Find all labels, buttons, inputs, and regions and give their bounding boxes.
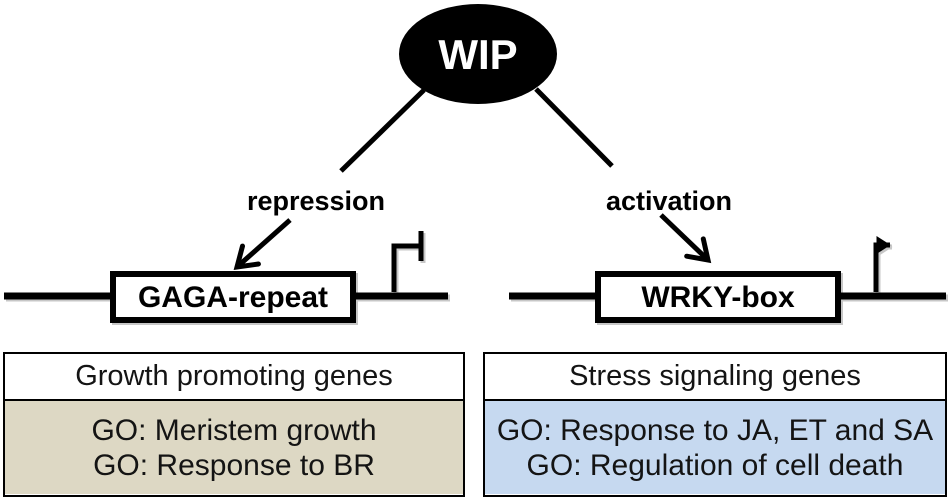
growth-genes-panel-body: GO: Meristem growth GO: Response to BR — [5, 401, 463, 494]
wrky-box — [595, 271, 841, 323]
repression-label: repression — [247, 186, 385, 216]
promoter-schematics — [4, 231, 946, 323]
regulation-diagram: WIP repression activation GAGA-repeat WR… — [4, 4, 946, 323]
tss-blocked-symbol — [391, 243, 419, 292]
tss-active-arrow-icon — [873, 236, 891, 292]
activation-arrow — [659, 213, 712, 264]
wip-ellipse — [399, 4, 557, 104]
wip-label: WIP — [438, 31, 517, 78]
activation-line-upper — [534, 87, 614, 168]
go-term: GO: Regulation of cell death — [526, 448, 904, 482]
gaga-repeat-box — [110, 271, 356, 323]
go-term: GO: Meristem growth — [91, 413, 377, 447]
gaga-repeat-label: GAGA-repeat — [138, 281, 328, 314]
wip-node: WIP — [399, 4, 557, 104]
growth-genes-panel: Growth promoting genes GO: Meristem grow… — [3, 352, 465, 497]
growth-genes-panel-title: Growth promoting genes — [5, 354, 463, 401]
activation-label: activation — [606, 186, 732, 216]
repression-arrow — [233, 218, 292, 270]
go-term: GO: Response to BR — [93, 448, 375, 482]
repression-line-upper — [339, 88, 426, 173]
go-term: GO: Response to JA, ET and SA — [496, 413, 934, 447]
stress-genes-panel-title: Stress signaling genes — [485, 354, 945, 401]
stress-genes-panel-body: GO: Response to JA, ET and SA GO: Regula… — [485, 401, 945, 494]
stress-genes-panel: Stress signaling genes GO: Response to J… — [483, 352, 947, 497]
wrky-box-label: WRKY-box — [641, 281, 795, 314]
